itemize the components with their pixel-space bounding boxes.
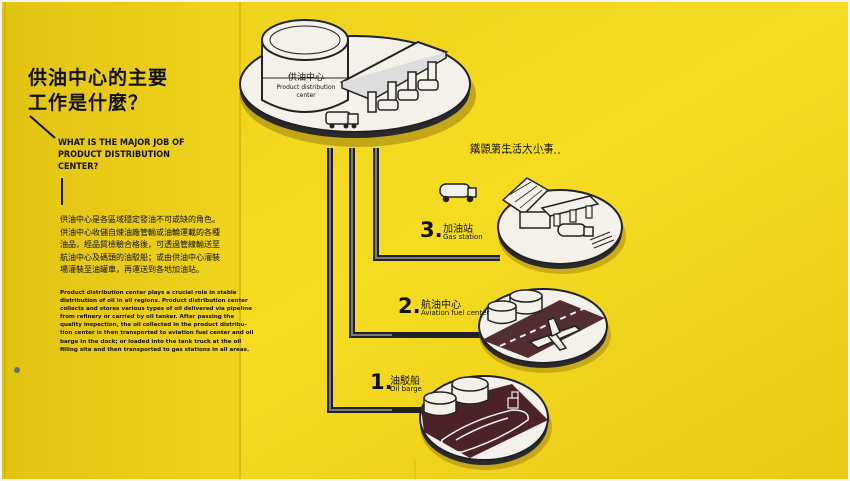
center-label-en-line2: center <box>296 92 316 99</box>
destination-en-2: Aviation fuel center <box>421 309 490 317</box>
description-en: Product distribution center plays a cruc… <box>60 289 254 354</box>
description-zh-line: 油品，經品質檢驗合格後，可透過管線輸送至 <box>60 240 220 250</box>
destination-zh-3: 加油站 <box>443 224 473 235</box>
description-zh-line: 場灌裝至油罐車，再運送到各地加油站。 <box>60 265 204 275</box>
center-label-zh: 供油中心 <box>287 73 324 83</box>
description-en-line: barge in the dock; or loaded into the ta… <box>60 338 242 345</box>
destination-en-3: Gas station <box>443 233 483 241</box>
destination-number-3: 3. <box>420 218 443 242</box>
description-en-line: from refinery or carried by oil tanker. … <box>60 314 235 321</box>
oil-barge-disc <box>419 375 552 470</box>
destination-zh-2: 航油中心 <box>421 300 461 311</box>
center-label-en-line1: Product distribution <box>276 84 336 91</box>
pipelines <box>327 148 500 413</box>
heading-zh-line1: 供油中心的主要 <box>28 67 169 89</box>
aviation-center-disc <box>478 288 611 373</box>
heading-en-line2: PRODUCT DISTRIBUTION CENTER? <box>58 150 170 172</box>
destination-zh-1: 油駁船 <box>390 376 420 387</box>
description-en-line: collects and stores various types of oil… <box>60 306 253 313</box>
tagline: 鐵頭第生活大小事 <box>470 144 554 155</box>
description-zh-line: 供油中心是各區域穩定發油不可或缺的角色。 <box>60 215 220 224</box>
heading-en-line1: WHAT IS THE MAJOR JOB OF <box>58 138 185 148</box>
heading-zh-line2: 工作是什麼？ <box>28 92 149 114</box>
heading-en: WHAT IS THE MAJOR JOB OF PRODUCT DISTRIB… <box>58 137 208 173</box>
gas-station-disc <box>497 177 626 274</box>
description-zh-line: 航油中心及碼頭的油駁船；或由供油中心灌裝 <box>60 252 220 262</box>
tank-truck-icon <box>439 183 477 203</box>
description-en-line: quality inspection, the oil collected in… <box>60 322 247 329</box>
destination-number-1: 1. <box>370 370 393 394</box>
description-en-line: Product distribution center plays a cruc… <box>60 290 237 296</box>
destination-number-2: 2. <box>398 294 421 318</box>
description-zh: 供油中心是各區域穩定發油不可或缺的角色。 供油中心收儲自煉油廠管輸或油輪運載的各… <box>60 214 220 277</box>
distribution-center-disc <box>239 19 476 147</box>
pointer-line <box>29 115 56 139</box>
description-en-line: distribution of oil in all regions. Prod… <box>60 298 248 305</box>
description-en-line: tion center is then transported to aviat… <box>60 330 254 337</box>
heading-zh: 供油中心的主要 工作是什麼？ <box>28 66 178 116</box>
destination-en-1: Oil barge <box>390 385 422 393</box>
description-zh-line: 供油中心收儲自煉油廠管輸或油輪運載的各種 <box>60 227 220 237</box>
description-en-line: filling site and then transported to gas… <box>60 346 250 353</box>
center-label-en: Product distribution center <box>268 84 344 100</box>
